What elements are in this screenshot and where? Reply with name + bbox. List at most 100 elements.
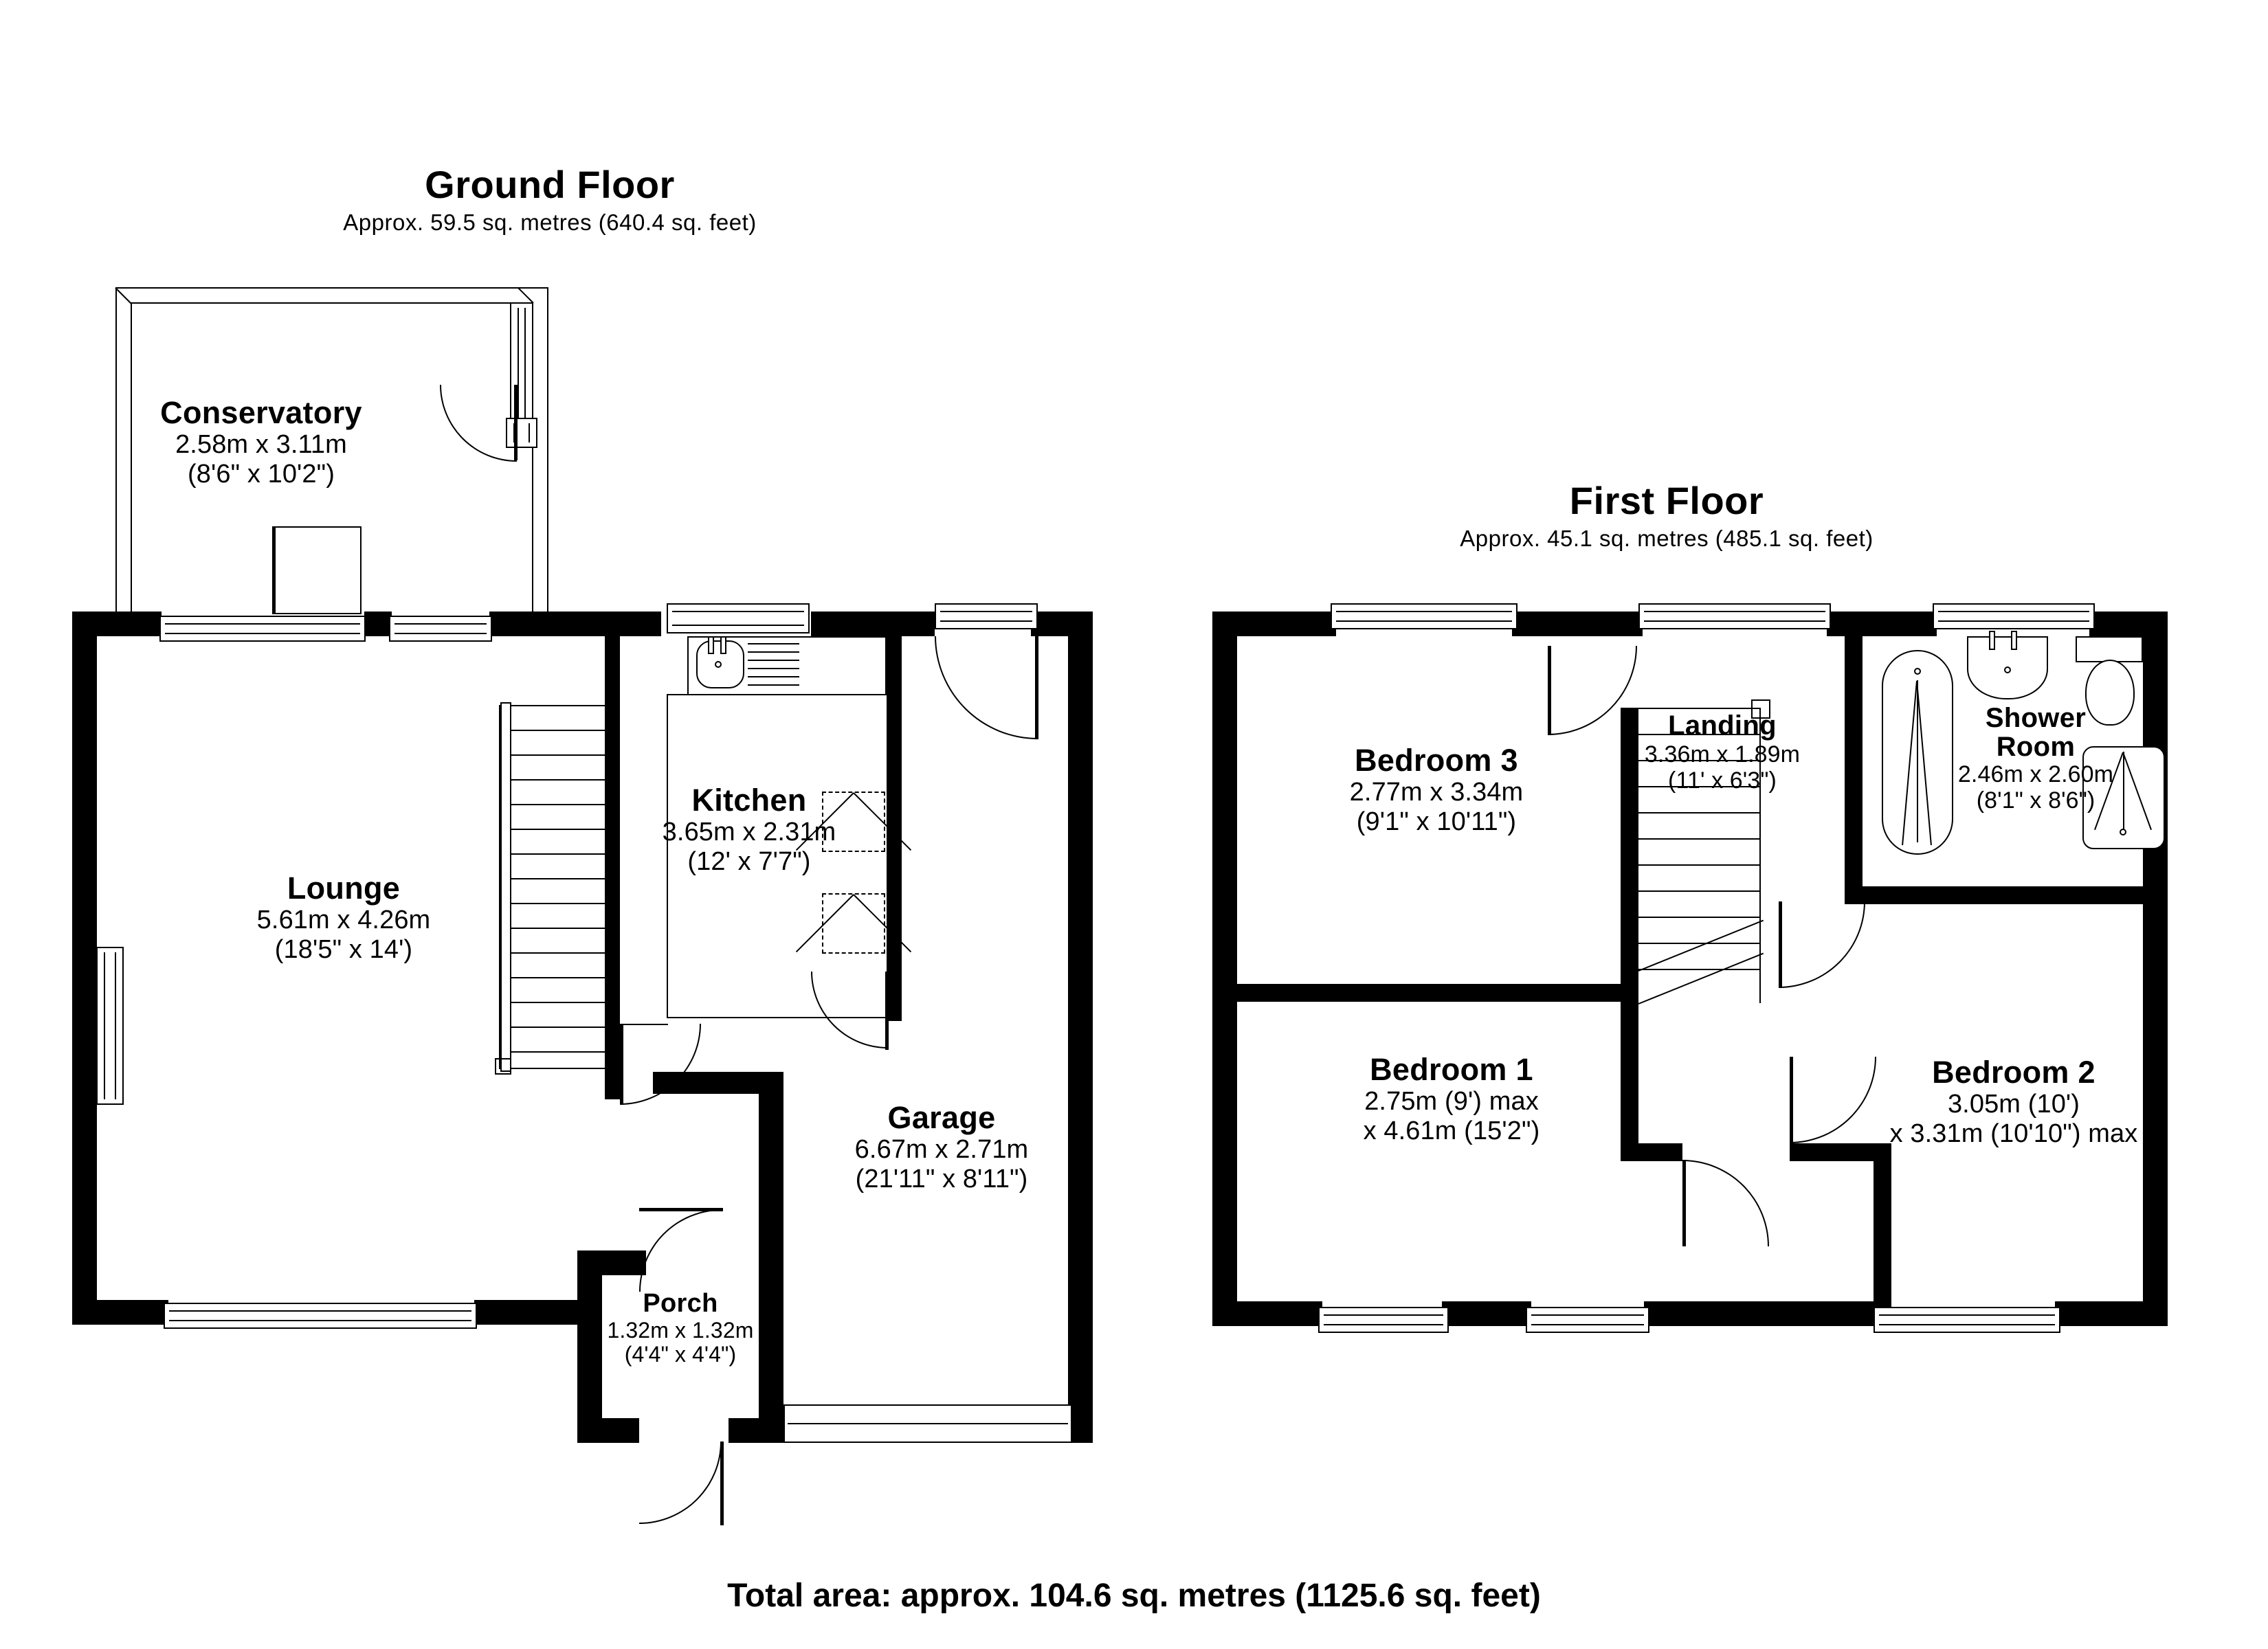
shower-room-door-leaf — [1779, 901, 1782, 988]
bedroom3-door-leaf — [1548, 646, 1551, 735]
bedroom3-name: Bedroom 3 — [1355, 743, 1518, 778]
room-label-bedroom-1: Bedroom 1 2.75m (9') max x 4.61m (15'2") — [1273, 1052, 1630, 1145]
ff-stair-tread — [1638, 760, 1759, 761]
basin-tap-left — [1989, 631, 1995, 650]
shower-room-rear-window — [1933, 603, 2095, 629]
landing-dim-metric: 3.36m x 1.89m — [1644, 741, 1801, 767]
bedroom2-dim-imperial: x 3.31m (10'10") max — [1889, 1119, 2138, 1148]
bedroom1-dim-imperial: x 4.61m (15'2") — [1363, 1116, 1540, 1145]
ff-stair-tread — [1638, 786, 1759, 787]
stair-tread — [500, 1068, 605, 1069]
porch-bottom-wall-left — [577, 1418, 639, 1443]
garage-top-window — [935, 603, 1038, 629]
garage-dim-imperial: (21'11" x 8'11") — [855, 1164, 1028, 1193]
stair-tread — [500, 977, 605, 978]
kitchen-window — [667, 603, 810, 633]
landing-bedroom1-lower-wall — [1621, 1143, 1682, 1161]
lounge-side-window — [96, 947, 124, 1105]
ff-bottom-wall-d — [2055, 1301, 2168, 1326]
kitchen-drainer-line-5 — [748, 676, 799, 677]
ff-stair-tread — [1638, 943, 1759, 944]
toilet-cistern — [2076, 636, 2143, 662]
cupboard-x-line-2b — [853, 894, 912, 953]
garage-name: Garage — [887, 1100, 996, 1135]
lounge-dim-metric: 5.61m x 4.26m — [256, 906, 431, 935]
bedroom2-door-leaf — [1790, 1057, 1793, 1143]
ff-stair-newel-post — [1751, 699, 1770, 719]
stair-tread — [500, 1051, 605, 1053]
shower-room-lower-wall — [1845, 886, 2168, 904]
cupboard-x-line-1b — [795, 894, 854, 953]
ff-left-exterior-wall — [1212, 612, 1237, 1326]
kitchen-dim-metric: 3.65m x 2.31m — [662, 818, 836, 847]
bedroom1-door-leaf — [1682, 1160, 1686, 1246]
bedroom1-dim-metric: 2.75m (9') max — [1364, 1087, 1539, 1117]
stair-tread — [500, 705, 605, 706]
stair-tread — [500, 804, 605, 805]
kitchen-top-wall-left — [620, 612, 661, 636]
bedroom3-rear-window — [1331, 603, 1517, 629]
first-floor-title-block: First Floor Approx. 45.1 sq. metres (485… — [1340, 479, 1993, 555]
conservatory-dim-metric: 2.58m x 3.11m — [175, 430, 347, 460]
kitchen-tap-right — [720, 636, 726, 654]
kitchen-drainer-line-6 — [748, 684, 799, 686]
porch-inner-door-leaf — [639, 1208, 723, 1211]
garage-dim-metric: 6.67m x 2.71m — [854, 1135, 1029, 1165]
ground-floor-title: Ground Floor — [425, 163, 675, 206]
ff-stair-tread — [1638, 969, 1759, 970]
stair-tread — [500, 928, 605, 929]
stair-tread — [500, 779, 605, 781]
ff-top-wall-c — [1827, 612, 1937, 636]
bath-centre-line — [1917, 680, 1918, 842]
kitchen-floor-edge-west — [667, 694, 668, 1018]
room-label-porch: Porch 1.32m x 1.32m (4'4" x 4'4") — [564, 1289, 797, 1367]
room-label-garage: Garage 6.67m x 2.71m (21'11" x 8'11") — [797, 1100, 1086, 1193]
room-label-conservatory: Conservatory 2.58m x 3.11m (8'6" x 10'2"… — [89, 395, 433, 489]
ff-top-wall-b — [1512, 612, 1643, 636]
bedroom2-dim-metric: 3.05m (10') — [1947, 1090, 2080, 1119]
kitchen-dim-imperial: (12' x 7'7") — [687, 846, 811, 876]
lounge-rear-window-right — [389, 616, 492, 642]
lounge-top-wall-right — [489, 612, 620, 636]
hall-rear-door-swing — [935, 636, 1038, 739]
ff-stair-tread — [1638, 890, 1759, 892]
kitchen-cupboard-lower — [795, 893, 912, 954]
bedroom2-front-window — [1874, 1307, 2060, 1333]
kitchen-drainer-line-4 — [748, 668, 799, 669]
first-floor-title: First Floor — [1569, 479, 1764, 522]
stair-tread — [500, 903, 605, 904]
porch-dim-metric: 1.32m x 1.32m — [607, 1317, 754, 1343]
kitchen-door-leaf — [885, 972, 889, 1050]
toilet-pan — [2085, 660, 2135, 726]
lounge-hall-partition — [605, 612, 620, 1099]
ff-stair-tread — [1638, 734, 1759, 735]
lounge-front-window — [164, 1303, 477, 1329]
porch-dim-imperial: (4'4" x 4'4") — [624, 1342, 737, 1367]
room-label-bedroom-2: Bedroom 2 3.05m (10') x 3.31m (10'10") m… — [1821, 1055, 2206, 1148]
bedroom1-name: Bedroom 1 — [1370, 1052, 1533, 1087]
ff-top-wall-a — [1212, 612, 1336, 636]
ff-stair-tread — [1638, 708, 1759, 709]
stair-tread — [500, 853, 605, 855]
ff-bottom-wall-c — [1644, 1301, 1878, 1326]
landing-name: Landing — [1668, 710, 1777, 741]
ground-floor-area: Approx. 59.5 sq. metres (640.4 sq. feet) — [343, 209, 757, 235]
ground-floor-staircase — [499, 702, 606, 1072]
bedroom1-door-swing — [1682, 1160, 1769, 1246]
bedroom1-front-window-left — [1318, 1307, 1449, 1333]
bedroom3-dim-metric: 2.77m x 3.34m — [1349, 778, 1524, 807]
ff-stair-tread — [1638, 812, 1759, 814]
kitchen-name: Kitchen — [691, 783, 807, 818]
porch-inner-door-swing — [639, 1209, 722, 1292]
room-label-kitchen: Kitchen 3.65m x 2.31m (12' x 7'7") — [591, 783, 907, 876]
kitchen-floor-edge-south — [667, 1017, 888, 1018]
landing-rear-window — [1638, 603, 1831, 629]
stair-tread — [500, 878, 605, 879]
lounge-top-wall-left — [72, 612, 162, 636]
bedroom1-front-window-right — [1526, 1307, 1649, 1333]
lounge-rear-window-left — [159, 616, 366, 642]
landing-dim-imperial: (11' x 6'3") — [1668, 767, 1777, 794]
porch-outer-door-leaf — [720, 1442, 724, 1525]
basin-plughole — [2004, 666, 2011, 673]
